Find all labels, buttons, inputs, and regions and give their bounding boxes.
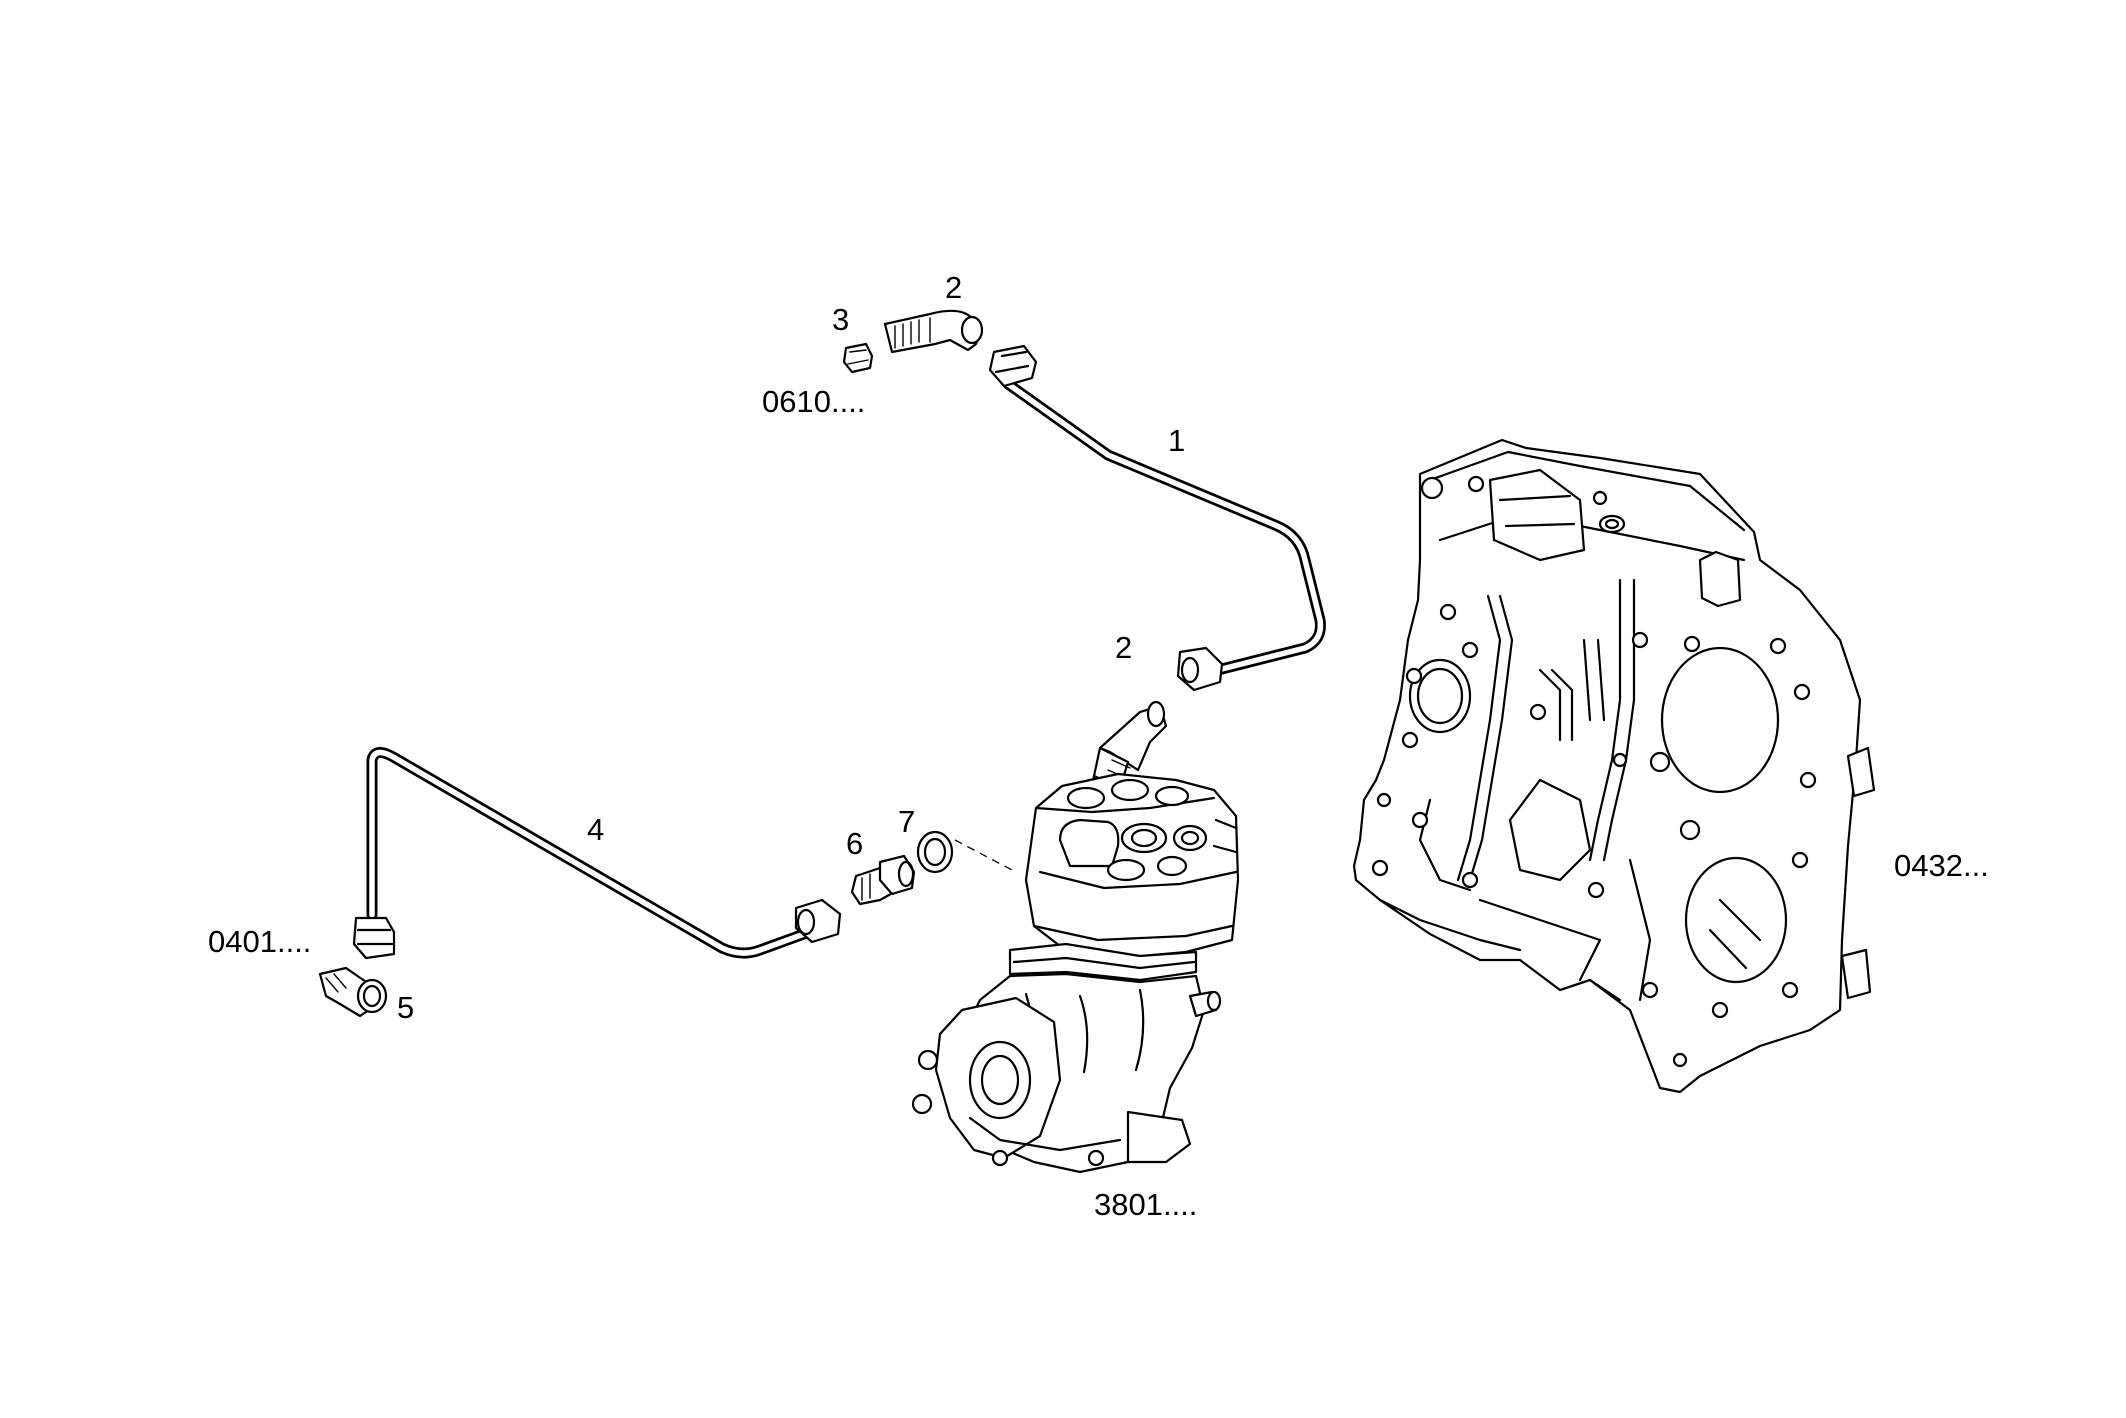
callout-7: 7 [898,804,915,839]
callout-1: 1 [1168,423,1185,458]
ref-3801: 3801.... [1094,1187,1197,1222]
ref-0610: 0610.... [762,384,865,419]
pipe-1-upper-nut [988,344,1038,388]
pipe-4 [352,747,842,960]
timing-cover-housing [1352,438,1876,1094]
pipe-1-lower-nut [1176,646,1224,692]
alignment-dashed-line [954,839,1013,871]
air-compressor [911,772,1240,1174]
callout-2-lower: 2 [1115,630,1132,665]
callout-3: 3 [832,302,849,337]
pipe-1 [988,344,1326,692]
callout-6: 6 [846,826,863,861]
callout-4: 4 [587,812,604,847]
elbow-fitting-2-upper [883,309,984,354]
seal-ring-7 [916,830,954,874]
pipe-4-left-nut [352,916,396,960]
adapter-6 [850,854,916,906]
elbow-5 [318,966,388,1018]
plug-3 [842,342,874,374]
ref-0401: 0401.... [208,924,311,959]
ref-0432: 0432... [1894,848,1989,883]
pipe-4-right-nut [794,898,842,944]
callout-2-upper: 2 [945,270,962,305]
callout-5: 5 [397,990,414,1025]
